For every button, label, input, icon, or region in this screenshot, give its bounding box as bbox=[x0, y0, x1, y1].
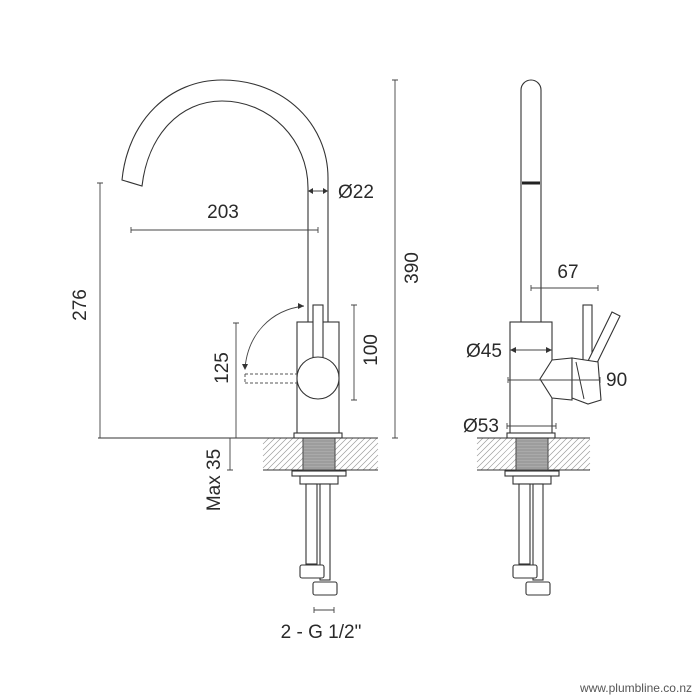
dim-67-label: 67 bbox=[557, 262, 578, 283]
hatch-line bbox=[476, 437, 484, 445]
hatch-line bbox=[344, 437, 378, 471]
dim-390-label: 390 bbox=[402, 252, 423, 284]
tap-base-flange bbox=[293, 432, 343, 439]
hatch-line bbox=[558, 438, 591, 471]
dim-203-label: 203 bbox=[207, 202, 239, 223]
hatch-line bbox=[262, 437, 288, 463]
hatch-line bbox=[368, 460, 379, 471]
spout bbox=[121, 79, 329, 323]
lever-rotation-arc bbox=[244, 305, 305, 369]
hatch-line bbox=[564, 444, 591, 471]
dim-53-label: Ø53 bbox=[463, 416, 499, 437]
dim-276-label: 276 bbox=[70, 289, 91, 321]
lever-open-position bbox=[244, 373, 297, 384]
hatch-line bbox=[350, 442, 379, 471]
dim-max35-line bbox=[227, 438, 233, 471]
hose-fitting-left bbox=[512, 564, 538, 579]
hatch-line bbox=[546, 437, 580, 471]
dim-max35-label: Max 35 bbox=[204, 449, 225, 511]
dim-67-line bbox=[530, 285, 599, 291]
dim-125-line bbox=[233, 322, 239, 438]
hatch-line bbox=[476, 437, 496, 457]
hub-edge bbox=[575, 361, 585, 400]
hose-fitting-right bbox=[525, 581, 551, 596]
hose-fitting-right bbox=[312, 581, 338, 596]
hatch-line bbox=[332, 437, 366, 471]
dim-22-arrows bbox=[308, 188, 328, 194]
hatch-line bbox=[262, 437, 282, 457]
dim-125-label: 125 bbox=[212, 352, 233, 384]
spout-side bbox=[520, 79, 542, 323]
hatch-line bbox=[262, 437, 294, 469]
lever-hub-side bbox=[571, 357, 602, 405]
hatch-line bbox=[480, 437, 514, 471]
dim-100-line bbox=[351, 304, 357, 401]
mounting-plate bbox=[291, 470, 347, 477]
hatch-line bbox=[338, 437, 372, 471]
hatch-line bbox=[262, 437, 276, 451]
threaded-shank bbox=[302, 437, 336, 471]
dim-276-line bbox=[97, 182, 103, 438]
cartridge-housing bbox=[539, 357, 573, 401]
front-view: 276 203 Ø22 390 125 100 Max 35 2 - G 1/2… bbox=[70, 79, 423, 643]
dim-connection-line bbox=[313, 607, 335, 613]
lever-hub bbox=[296, 356, 340, 400]
rotation-arrowheads bbox=[242, 303, 304, 370]
lever-closed bbox=[582, 304, 593, 363]
side-view: 67 Ø45 90 Ø53 bbox=[463, 79, 627, 596]
mounting-nut bbox=[299, 475, 339, 485]
shank-threads bbox=[517, 440, 547, 469]
shank-threads bbox=[304, 440, 334, 469]
hatch-line bbox=[570, 450, 591, 471]
dim-203-line bbox=[130, 227, 319, 233]
hatch-line bbox=[576, 456, 591, 471]
dim-90-line bbox=[507, 377, 601, 383]
flexible-hose-left bbox=[305, 483, 318, 565]
tap-base-flange bbox=[506, 432, 556, 439]
flexible-hose-left bbox=[518, 483, 531, 565]
mounting-plate bbox=[504, 470, 560, 477]
hatch-line bbox=[486, 437, 520, 471]
dim-100-label: 100 bbox=[361, 334, 382, 366]
hatch-line bbox=[552, 437, 586, 471]
hatch-line bbox=[582, 462, 591, 471]
hatch-line bbox=[476, 437, 502, 463]
dim-390-line bbox=[392, 79, 398, 439]
flexible-hose-right bbox=[532, 483, 544, 581]
lever-open bbox=[587, 311, 621, 366]
hose-fitting-left bbox=[299, 564, 325, 579]
dim-90-label: 90 bbox=[606, 370, 627, 391]
website-footer: www.plumbline.co.nz bbox=[579, 681, 692, 695]
hatch-line bbox=[362, 454, 379, 471]
hatch-line bbox=[266, 437, 300, 471]
dim-45-label: Ø45 bbox=[466, 341, 502, 362]
lever-handle bbox=[312, 304, 324, 361]
hatch-line bbox=[356, 448, 379, 471]
threaded-shank bbox=[515, 437, 549, 471]
hatch-line bbox=[476, 437, 490, 451]
flexible-hose-right bbox=[319, 483, 331, 581]
hatch-line bbox=[476, 437, 508, 469]
hatch-line bbox=[272, 437, 306, 471]
mounting-nut bbox=[512, 475, 552, 485]
dim-connection-label: 2 - G 1/2" bbox=[281, 622, 362, 643]
dim-22-label: Ø22 bbox=[338, 182, 374, 203]
dim-53-line bbox=[506, 423, 557, 429]
hatch-line bbox=[262, 437, 270, 445]
